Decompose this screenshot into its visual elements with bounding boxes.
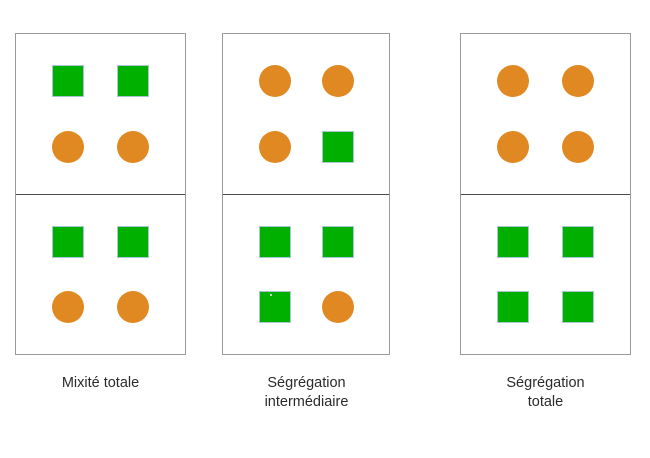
green-square-agent: [497, 291, 530, 324]
orange-circle-agent: [497, 65, 530, 97]
green-square-agent: [52, 65, 85, 97]
green-square-agent: [116, 225, 149, 258]
green-square-agent: [561, 291, 594, 324]
building-block-lower: [16, 194, 185, 354]
building-block-lower: [461, 194, 630, 354]
orange-circle-agent: [497, 131, 530, 163]
green-square-agent: [321, 131, 354, 163]
orange-circle-agent: [561, 65, 594, 97]
diagram-column-mixite-totale: [15, 33, 186, 355]
diagram-column-segregation-totale: [460, 33, 631, 355]
agent-grid: [461, 34, 630, 194]
orange-circle-agent: [52, 291, 85, 324]
building-block-lower: [223, 194, 389, 354]
green-square-agent: [258, 225, 291, 258]
building-block-upper: [16, 34, 185, 194]
diagram-column-segregation-intermediaire: [222, 33, 390, 355]
building-block-upper: [461, 34, 630, 194]
building-stack: [222, 33, 390, 355]
green-square-agent: [258, 291, 291, 324]
building-stack: [460, 33, 631, 355]
orange-circle-agent: [321, 291, 354, 324]
raster-speck: [270, 294, 272, 296]
orange-circle-agent: [258, 131, 291, 163]
green-square-agent: [52, 225, 85, 258]
building-stack: [15, 33, 186, 355]
orange-circle-agent: [116, 291, 149, 324]
orange-circle-agent: [52, 131, 85, 163]
building-block-upper: [223, 34, 389, 194]
orange-circle-agent: [561, 131, 594, 163]
green-square-agent: [321, 225, 354, 258]
orange-circle-agent: [321, 65, 354, 97]
agent-grid: [223, 195, 389, 354]
agent-grid: [16, 34, 185, 194]
caption-segregation-totale: Ségrégation totale: [506, 375, 585, 410]
agent-grid: [16, 195, 185, 354]
agent-grid: [223, 34, 389, 194]
caption-segregation-intermediaire: Ségrégation intermédiaire: [264, 375, 349, 410]
green-square-agent: [116, 65, 149, 97]
agent-grid: [461, 195, 630, 354]
green-square-agent: [561, 225, 594, 258]
green-square-agent: [497, 225, 530, 258]
orange-circle-agent: [258, 65, 291, 97]
caption-mixite-totale: Mixité totale: [61, 375, 140, 391]
orange-circle-agent: [116, 131, 149, 163]
